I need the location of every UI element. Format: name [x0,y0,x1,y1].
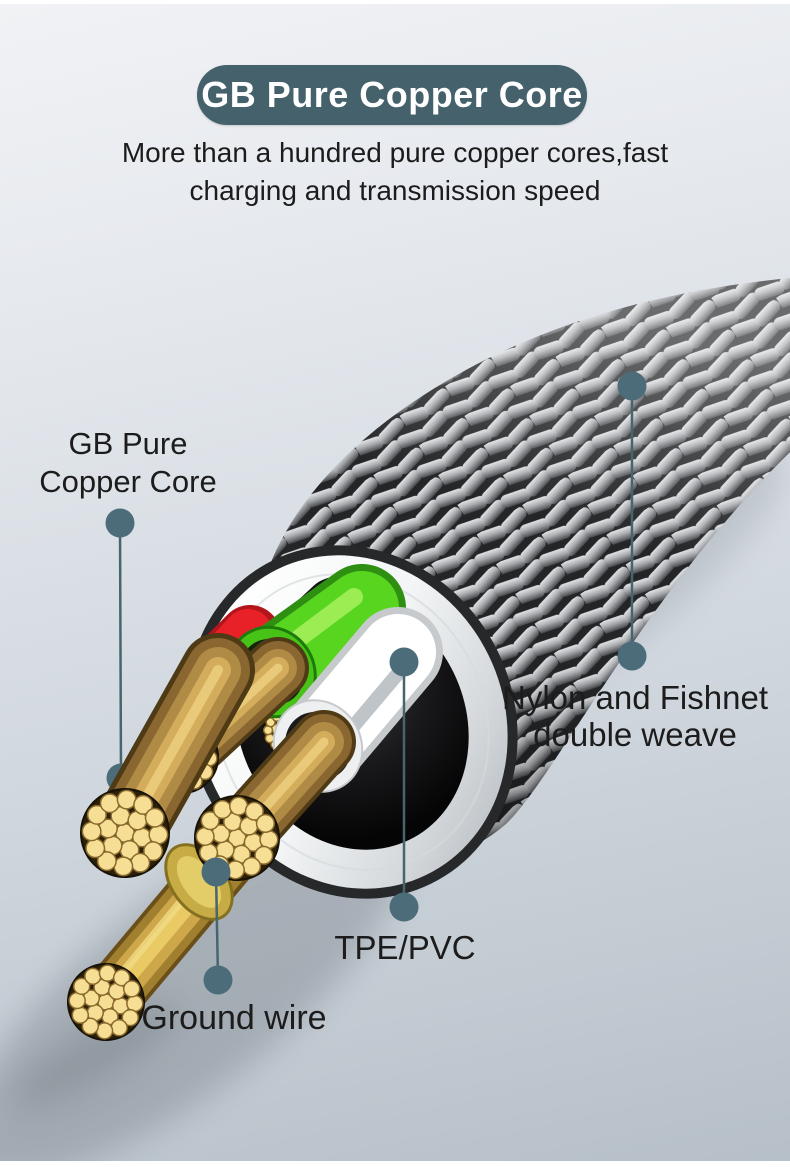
copper-strand [144,807,165,828]
copper-strand [241,856,262,876]
copper-strand [254,845,274,865]
copper-strand [121,1008,139,1027]
label-ground-wire: Ground wire [141,999,327,1037]
copper-strand [116,789,137,810]
copper-strand [73,977,91,996]
title-badge: GB Pure Copper Core [197,65,587,125]
copper-strand [143,841,164,862]
copper-strand [85,838,106,859]
subtitle: More than a hundred pure copper cores,fa… [0,134,790,210]
copper-strand [133,794,154,815]
copper-strand [122,980,141,998]
copper-strand [71,1006,90,1024]
copper-strand [259,830,279,850]
callout-weave [617,371,647,671]
label-copper-core-line1: GB Pure [68,426,188,461]
white-copper-bundle [194,710,356,881]
label-tpe: TPE/PVC [334,929,476,966]
label-copper-core: GB Pure Copper Core [8,425,248,501]
callout-dot [203,965,233,995]
red-copper-bundle [80,633,255,878]
inner-wires [67,564,443,1041]
label-weave-line2: double weave [533,716,737,753]
copper-strand [212,800,233,820]
copper-strand [86,804,107,825]
copper-strand [244,801,264,821]
copper-strand [229,796,249,816]
subtitle-line1: More than a hundred pure copper cores,fa… [121,137,669,168]
subtitle-line2: charging and transmission speed [189,175,601,206]
copper-strand [99,793,120,814]
label-copper-core-line2: Copper Core [39,464,217,499]
copper-strand [130,852,151,873]
callout-dot [389,892,419,922]
copper-strand [112,969,131,987]
callout-dot [201,857,231,887]
callout-dot [617,641,647,671]
bottom-edge-strip [0,1161,790,1167]
top-edge-strip [0,0,790,4]
callout-ground [201,857,233,995]
copper-bundle-face [80,788,170,878]
callout-dot [389,647,419,677]
copper-strand [113,856,134,877]
copper-strand [96,851,117,872]
callout-dot [105,508,135,538]
copper-strand [81,821,102,842]
ground-bundle-face [67,963,145,1041]
copper-strand [84,967,102,986]
label-weave-line1: Nylon and Fishnet [502,679,768,716]
copper-strand [200,811,220,831]
copper-strand [195,826,215,846]
callout-dot [617,371,647,401]
callout-tpe [389,647,419,922]
copper-strand [148,824,169,845]
copper-strand [81,1017,100,1035]
label-weave: Nylon and Fishnet double weave [470,679,790,753]
copper-strand [255,813,275,834]
